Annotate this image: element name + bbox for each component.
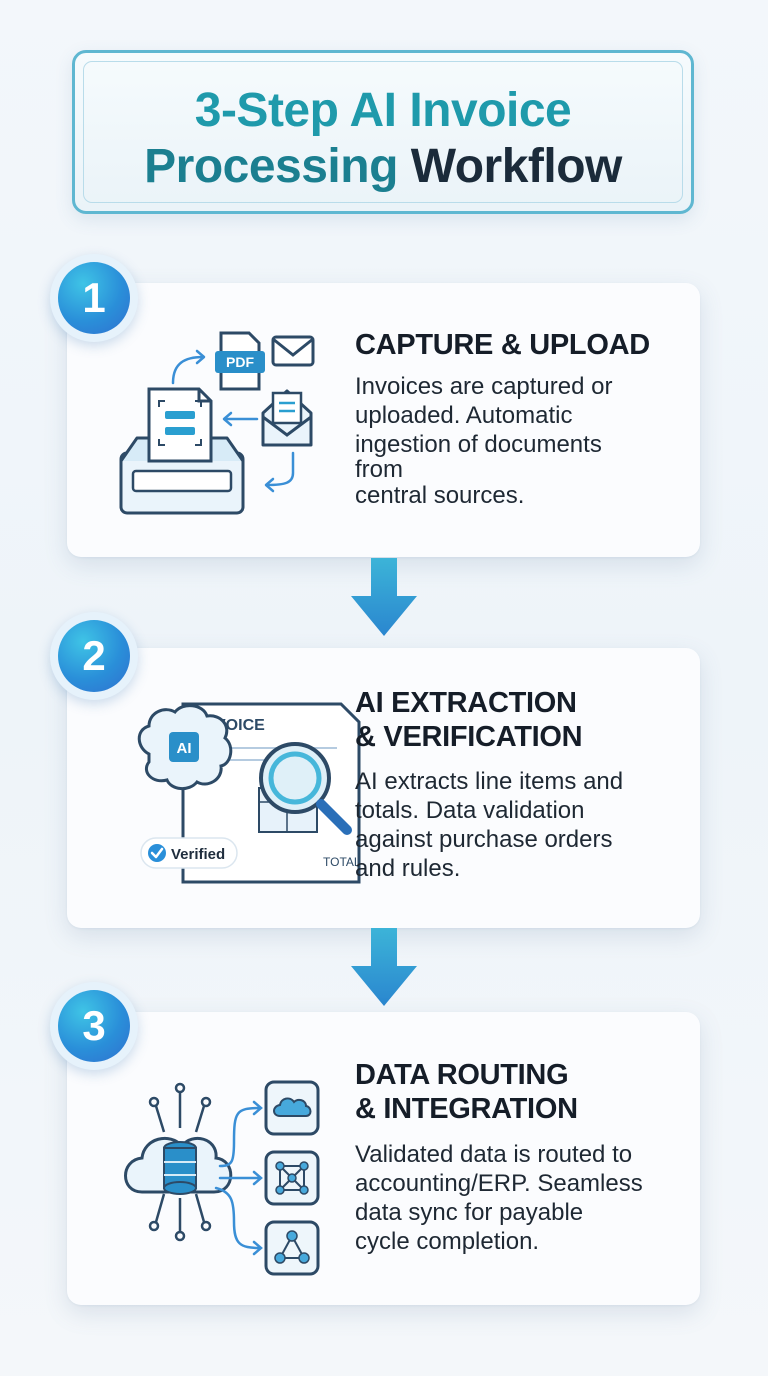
capture-upload-illustration: PDF	[119, 331, 315, 515]
email-envelope-icon	[271, 335, 315, 367]
heading-line: & VERIFICATION	[355, 721, 583, 753]
heading-line: AI EXTRACTION	[355, 687, 577, 719]
title-line-2-part-2: Workflow	[410, 140, 623, 193]
page-title: 3-Step AI Invoice Processing Workflow	[75, 83, 691, 195]
flow-arrow-down-icon	[351, 558, 417, 636]
title-line-2-part-1: Processing	[144, 140, 398, 193]
cloud-database-icon	[124, 1136, 233, 1195]
step-2-description: AI extracts line items and totals. Data …	[355, 767, 675, 883]
step-1-description: Invoices are captured or uploaded. Autom…	[355, 372, 675, 510]
step-2-number-badge: 2	[50, 612, 138, 700]
step-1-card: PDF CAPTURE & UPLOAD Invoices are captur…	[67, 283, 700, 557]
title-line-1: 3-Step AI Invoice	[194, 84, 572, 137]
svg-text:PDF: PDF	[226, 354, 254, 370]
step-3-card: DATA ROUTING & INTEGRATION Validated dat…	[67, 1012, 700, 1305]
heading-line: & INTEGRATION	[355, 1093, 578, 1125]
description-line: from	[355, 456, 403, 483]
magnifier-icon	[259, 742, 352, 835]
share-network-icon	[264, 1220, 320, 1276]
scanned-document-icon	[147, 387, 213, 463]
description-line: cycle completion.	[355, 1228, 540, 1255]
step-1-number-badge: 1	[50, 254, 138, 342]
ai-extraction-illustration: INVOICE TOTAL AI Verified	[137, 702, 361, 884]
description-line: ingestion of documents	[355, 431, 602, 458]
description-line: and rules.	[355, 855, 461, 882]
arrow-icons	[171, 349, 295, 493]
flow-arrow-down-icon	[351, 928, 417, 1006]
description-line: accounting/ERP. Seamless	[355, 1170, 643, 1197]
data-routing-illustration	[124, 1080, 320, 1276]
verified-badge: Verified	[140, 837, 238, 869]
step-3-description: Validated data is routed to accounting/E…	[355, 1140, 675, 1256]
routing-arrows-icon	[214, 1100, 263, 1256]
description-line: against purchase orders	[355, 826, 613, 853]
svg-text:TOTAL: TOTAL	[323, 855, 361, 869]
title-line-2: Processing Workflow	[75, 139, 691, 195]
svg-text:Verified: Verified	[171, 846, 225, 863]
description-line: Validated data is routed to	[355, 1141, 633, 1168]
cloud-service-icon	[264, 1080, 320, 1136]
description-line: central sources.	[355, 482, 525, 509]
network-hub-icon	[264, 1150, 320, 1206]
network-node-icons	[148, 1082, 212, 1242]
description-line: Invoices are captured or	[355, 373, 613, 400]
description-line: totals. Data validation	[355, 797, 585, 824]
step-3-number-badge: 3	[50, 982, 138, 1070]
step-2-card: INVOICE TOTAL AI Verified AI EXTRACTION …	[67, 648, 700, 928]
description-line: uploaded. Automatic	[355, 402, 573, 429]
open-envelope-icon	[261, 389, 313, 447]
step-2-heading: AI EXTRACTION & VERIFICATION	[355, 686, 583, 754]
description-line: data sync for payable	[355, 1199, 584, 1226]
description-line: AI extracts line items and	[355, 768, 624, 795]
svg-text:AI: AI	[177, 740, 192, 757]
heading-line: DATA ROUTING	[355, 1059, 569, 1091]
title-box: 3-Step AI Invoice Processing Workflow	[72, 50, 694, 214]
pdf-file-icon: PDF	[215, 331, 265, 391]
step-3-heading: DATA ROUTING & INTEGRATION	[355, 1058, 578, 1126]
ai-brain-icon: AI	[137, 704, 233, 790]
step-1-heading: CAPTURE & UPLOAD	[355, 329, 650, 361]
